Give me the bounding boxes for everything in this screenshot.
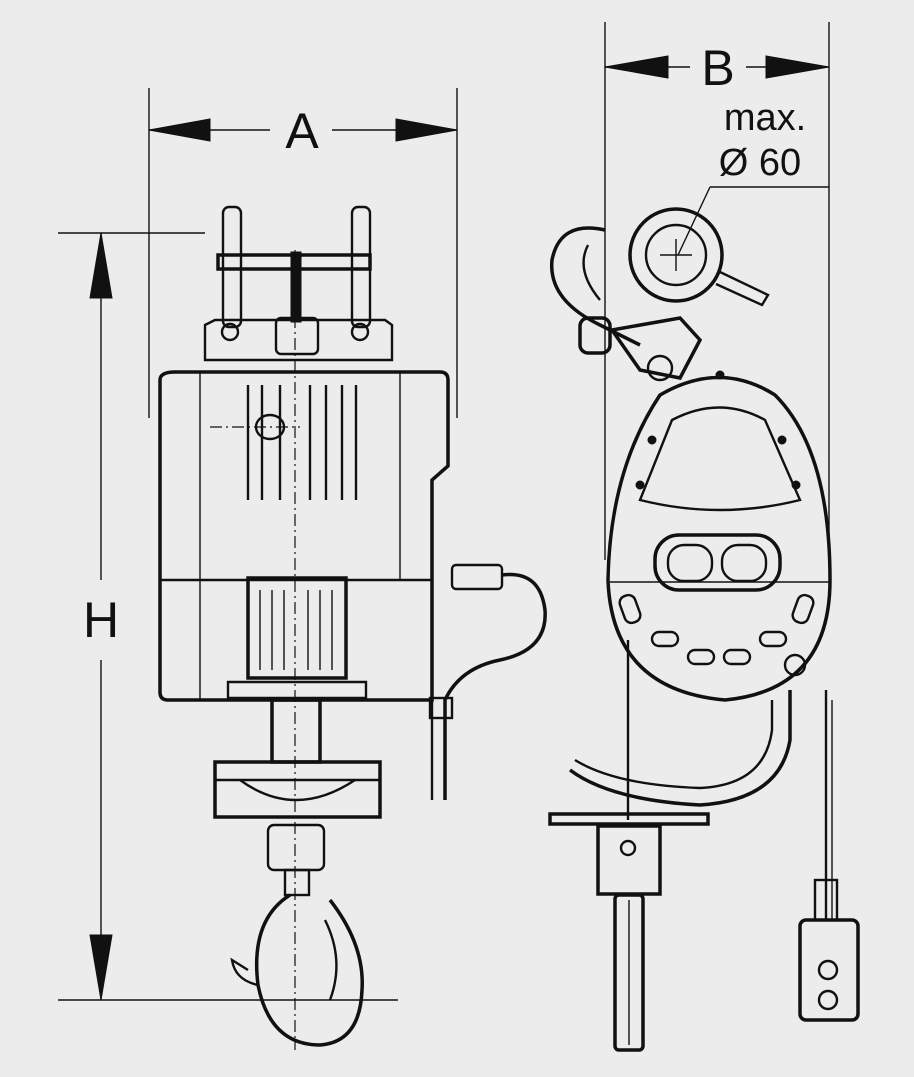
lower-arm-inner (574, 700, 774, 790)
frame-clamp (274, 316, 320, 356)
note-diameter-label: Ø 60 (719, 142, 801, 184)
dimension-a-label: A (285, 103, 319, 159)
housing-rivet (791, 480, 801, 490)
max-diameter-note: max. Ø 60 (677, 97, 829, 256)
dimension-b: B (604, 22, 830, 560)
side-window-outer (653, 533, 782, 592)
side-block-body (596, 824, 662, 896)
frame-center-rod (290, 251, 302, 323)
suspension-frame (203, 205, 394, 362)
hook-swivel (266, 823, 326, 872)
block-sheave-curve (239, 779, 356, 802)
pendant-control (798, 690, 860, 1022)
lower-arm-outer (568, 690, 792, 807)
side-hook-shank (613, 893, 645, 1052)
frame-bracket (203, 318, 394, 362)
pendant-body (798, 918, 860, 1022)
frame-post-left (221, 205, 243, 329)
housing-rivet (635, 480, 645, 490)
side-window-left (666, 543, 714, 583)
hook-tip (230, 957, 259, 987)
hook-bolt (578, 316, 612, 355)
note-leader-line (677, 186, 711, 256)
motor-cooling-fins (246, 385, 358, 500)
frame-bolt-left (220, 322, 240, 342)
front-view (158, 205, 547, 1050)
pendant-button-down (817, 989, 839, 1011)
motor-housing (158, 250, 450, 1050)
side-lower-arm (568, 690, 792, 807)
side-block-pin (619, 839, 637, 857)
vent-slot (758, 630, 788, 648)
side-bottom-block (548, 640, 710, 1052)
side-block-plate (548, 812, 710, 826)
suspension-pin (715, 270, 770, 307)
note-max-label: max. (724, 97, 806, 139)
housing-rivet (715, 370, 725, 380)
load-hook (254, 893, 364, 1047)
rope-guide (270, 698, 322, 764)
drum-base (226, 680, 368, 700)
hook-shank (283, 868, 311, 897)
dimension-b-arrow-left (604, 55, 669, 79)
hook-link (608, 316, 703, 380)
dimension-h: H (58, 232, 398, 1001)
link-pin (646, 354, 674, 382)
pendant-button-up (817, 959, 839, 981)
side-vent-slots (618, 593, 815, 666)
side-housing-outline (606, 375, 832, 702)
control-cable-front (428, 563, 547, 800)
suspension-hook-outline (550, 226, 641, 347)
housing-rivet (647, 435, 657, 445)
dimension-a-arrow-right (395, 118, 458, 142)
cable-loop (443, 572, 547, 800)
side-window-right (720, 543, 768, 583)
motor-body (158, 370, 450, 702)
suspension-hook-inner (582, 244, 601, 301)
suspension-shaft-inner (644, 223, 708, 287)
vent-slot (618, 593, 642, 625)
dimension-h-arrow-bottom (89, 934, 113, 1001)
side-housing-upper-panel (638, 406, 802, 512)
vent-slot (686, 648, 716, 666)
cable-connector (450, 563, 504, 591)
frame-bolt-right (350, 322, 370, 342)
dimension-h-label: H (83, 592, 119, 648)
dimension-b-arrow-right (765, 55, 830, 79)
rope-drum (246, 576, 348, 680)
drum-grooves (259, 590, 333, 670)
dimension-a-arrow-left (148, 118, 211, 142)
frame-post-right (350, 205, 372, 329)
vent-slot (722, 648, 752, 666)
cable-gland (783, 653, 807, 677)
hook-latch (323, 919, 338, 1001)
block-housing (213, 760, 382, 819)
dimension-h-arrow-top (89, 232, 113, 299)
side-housing (606, 370, 832, 702)
vent-slot (791, 593, 815, 625)
bottom-block (213, 698, 382, 1047)
side-view (548, 207, 860, 1052)
suspension-hook-side (550, 207, 770, 382)
vent-slot (650, 630, 680, 648)
suspension-shaft-circle (628, 207, 724, 303)
housing-rivet (777, 435, 787, 445)
cable-clip (428, 696, 454, 720)
dimension-a: A (148, 88, 458, 418)
dimension-b-label: B (701, 40, 734, 96)
